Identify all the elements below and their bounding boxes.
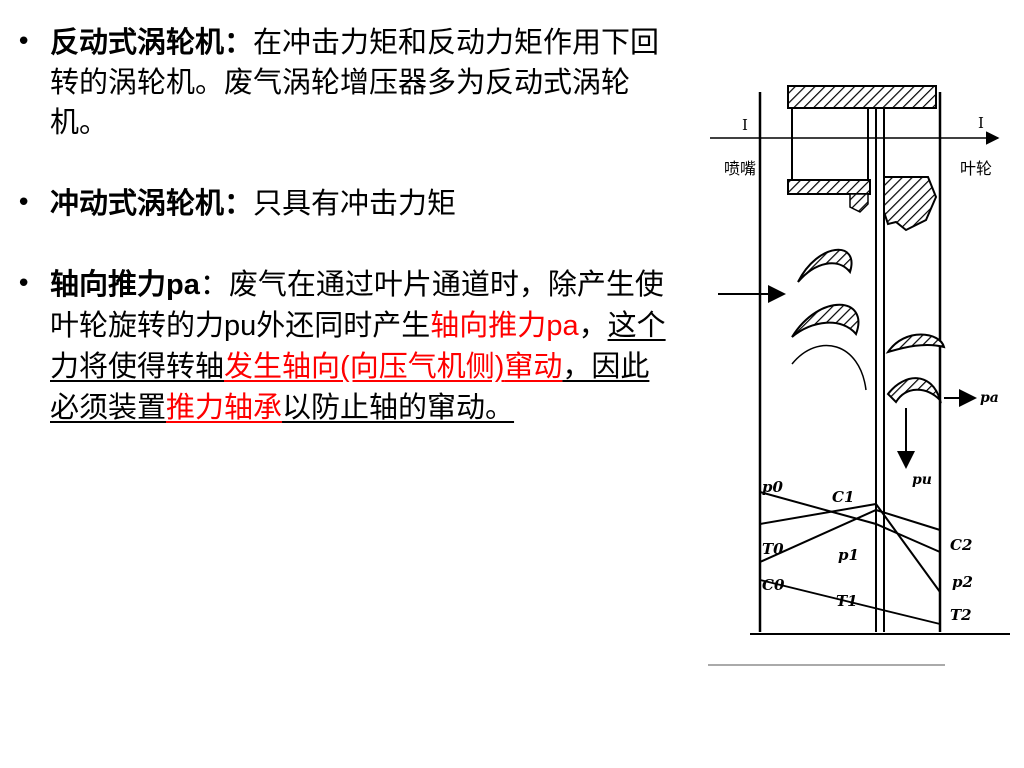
- thrust-bearing-highlight: 推力轴承: [166, 390, 283, 424]
- bullet-dot: •: [16, 269, 32, 299]
- bullet-impulse-turbine: • 冲动式涡轮机：只具有冲击力矩: [14, 183, 674, 223]
- label-C2: C2: [950, 536, 972, 554]
- turbine-stage-diagram: I I 喷嘴 叶轮 pa pu p0 T0 C0 C1 p1 T1 C2 p2 …: [708, 85, 1010, 666]
- bullet-dot: •: [16, 188, 32, 218]
- section-label-left: I: [742, 116, 748, 134]
- bullet-list: • 反动式涡轮机：在冲击力矩和反动力矩作用下回转的涡轮机。废气涡轮增压器多为反动…: [14, 22, 674, 427]
- label-p0: p0: [762, 478, 783, 496]
- nozzle-lip: [849, 193, 869, 213]
- top-casing: [787, 85, 937, 109]
- underlined-text-3: 以防止轴的窜动。: [282, 390, 515, 424]
- term-axial-thrust-cn: 轴向推力: [50, 267, 167, 301]
- term-impulse-turbine: 冲动式涡轮机：: [50, 186, 254, 220]
- comma: ，: [578, 308, 608, 342]
- impeller-label: 叶轮: [960, 159, 992, 178]
- label-T0: T0: [762, 540, 784, 558]
- nozzle-ring: [787, 179, 871, 195]
- axial-thrust-highlight: 轴向推力: [430, 308, 547, 342]
- section-label-right: I: [978, 114, 984, 132]
- impeller-blade-1: [885, 333, 946, 354]
- bullet-reaction-turbine: • 反动式涡轮机：在冲击力矩和反动力矩作用下回转的涡轮机。废气涡轮增压器多为反动…: [14, 22, 674, 142]
- compressor-side-highlight: (向压气机侧): [340, 351, 505, 383]
- term-colon: ：: [199, 267, 229, 301]
- curve-C: [759, 508, 941, 563]
- label-p2: p2: [952, 573, 973, 591]
- term-axial-thrust-symbol: pa: [166, 269, 200, 301]
- shift-highlight: 窜动: [504, 349, 563, 383]
- label-p1: p1: [838, 546, 859, 564]
- curve-T-lower: [759, 579, 941, 625]
- pu-symbol: pu: [224, 310, 257, 342]
- curve-p: [759, 491, 941, 553]
- axial-thrust-text-2: 外还同时产生: [256, 308, 431, 342]
- label-pa: pa: [980, 390, 999, 406]
- bullet-dot: •: [16, 27, 32, 57]
- nozzle-blade-1: [797, 248, 853, 283]
- impeller-blade-2: [886, 377, 943, 404]
- label-C1: C1: [832, 488, 854, 506]
- label-C0: C0: [762, 576, 785, 594]
- label-pu: pu: [912, 472, 932, 488]
- term-axial-thrust: 轴向推力pa: [50, 267, 200, 301]
- curve-T: [759, 502, 941, 593]
- axial-thrust-text-1: 废气在通过叶片通道时，除产生使叶轮旋转的力: [50, 267, 664, 342]
- term-reaction-turbine: 反动式涡轮机：: [50, 25, 254, 59]
- bullet-axial-thrust: • 轴向推力pa：废气在通过叶片通道时，除产生使叶轮旋转的力pu外还同时产生轴向…: [14, 264, 674, 427]
- pa-highlight: pa: [546, 310, 579, 342]
- reaction-turbine-definition: 在冲击力矩和反动力矩作用下回转的涡轮机。废气涡轮增压器多为反动式涡轮机。: [50, 25, 660, 139]
- axial-movement-highlight: 发生轴向: [224, 349, 341, 383]
- nozzle-flow-line: [791, 344, 867, 391]
- label-T2: T2: [950, 606, 972, 624]
- underlined-text-2: ，因此必须装置: [50, 349, 650, 424]
- nozzle-label: 喷嘴: [724, 159, 756, 178]
- impulse-turbine-definition: 只具有冲击力矩: [253, 186, 457, 220]
- underlined-text-1: 这个力将使得转轴: [50, 308, 666, 383]
- label-T1: T1: [836, 592, 858, 610]
- nozzle-blade-2: [791, 303, 860, 338]
- impeller-hub: [883, 176, 938, 232]
